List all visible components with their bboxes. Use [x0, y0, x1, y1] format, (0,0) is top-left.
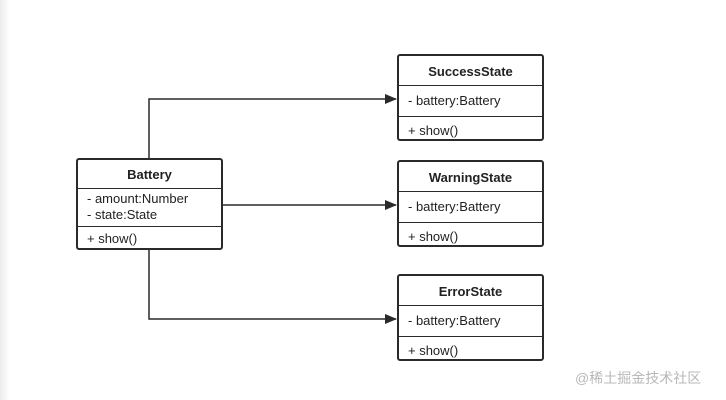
class-warningstate-operations: + show(): [399, 223, 542, 247]
class-warningstate-name: WarningState: [399, 162, 542, 192]
class-warningstate[interactable]: WarningState - battery:Battery + show(): [397, 160, 544, 247]
operation-show: + show(): [408, 229, 459, 244]
operation-show: + show(): [87, 231, 138, 246]
class-warningstate-attributes: - battery:Battery: [399, 192, 542, 223]
attribute-battery: - battery:Battery: [408, 93, 501, 108]
class-battery-name: Battery: [78, 160, 221, 189]
class-successstate-name: SuccessState: [399, 56, 542, 86]
watermark: @稀土掘金技术社区: [575, 370, 702, 386]
attribute-battery: - battery:Battery: [408, 199, 501, 214]
attribute-state: - state:State: [87, 207, 158, 222]
class-errorstate[interactable]: ErrorState - battery:Battery + show(): [397, 274, 544, 361]
class-battery-attributes: - amount:Number - state:State: [78, 189, 221, 227]
class-successstate-attributes: - battery:Battery: [399, 86, 542, 117]
attribute-battery: - battery:Battery: [408, 313, 501, 328]
class-errorstate-attributes: - battery:Battery: [399, 306, 542, 337]
class-battery-operations: + show(): [78, 227, 221, 250]
class-battery[interactable]: Battery - amount:Number - state:State + …: [76, 158, 223, 250]
attribute-amount: - amount:Number: [87, 191, 189, 206]
class-errorstate-name: ErrorState: [399, 276, 542, 306]
connector-battery-to-errorstate: [148, 250, 397, 324]
class-errorstate-operations: + show(): [399, 337, 542, 361]
left-edge-shade: [0, 0, 10, 400]
operation-show: + show(): [408, 123, 459, 138]
operation-show: + show(): [408, 343, 459, 358]
class-successstate[interactable]: SuccessState - battery:Battery + show(): [397, 54, 544, 141]
class-successstate-operations: + show(): [399, 117, 542, 141]
connector-battery-to-successstate: [148, 94, 397, 158]
